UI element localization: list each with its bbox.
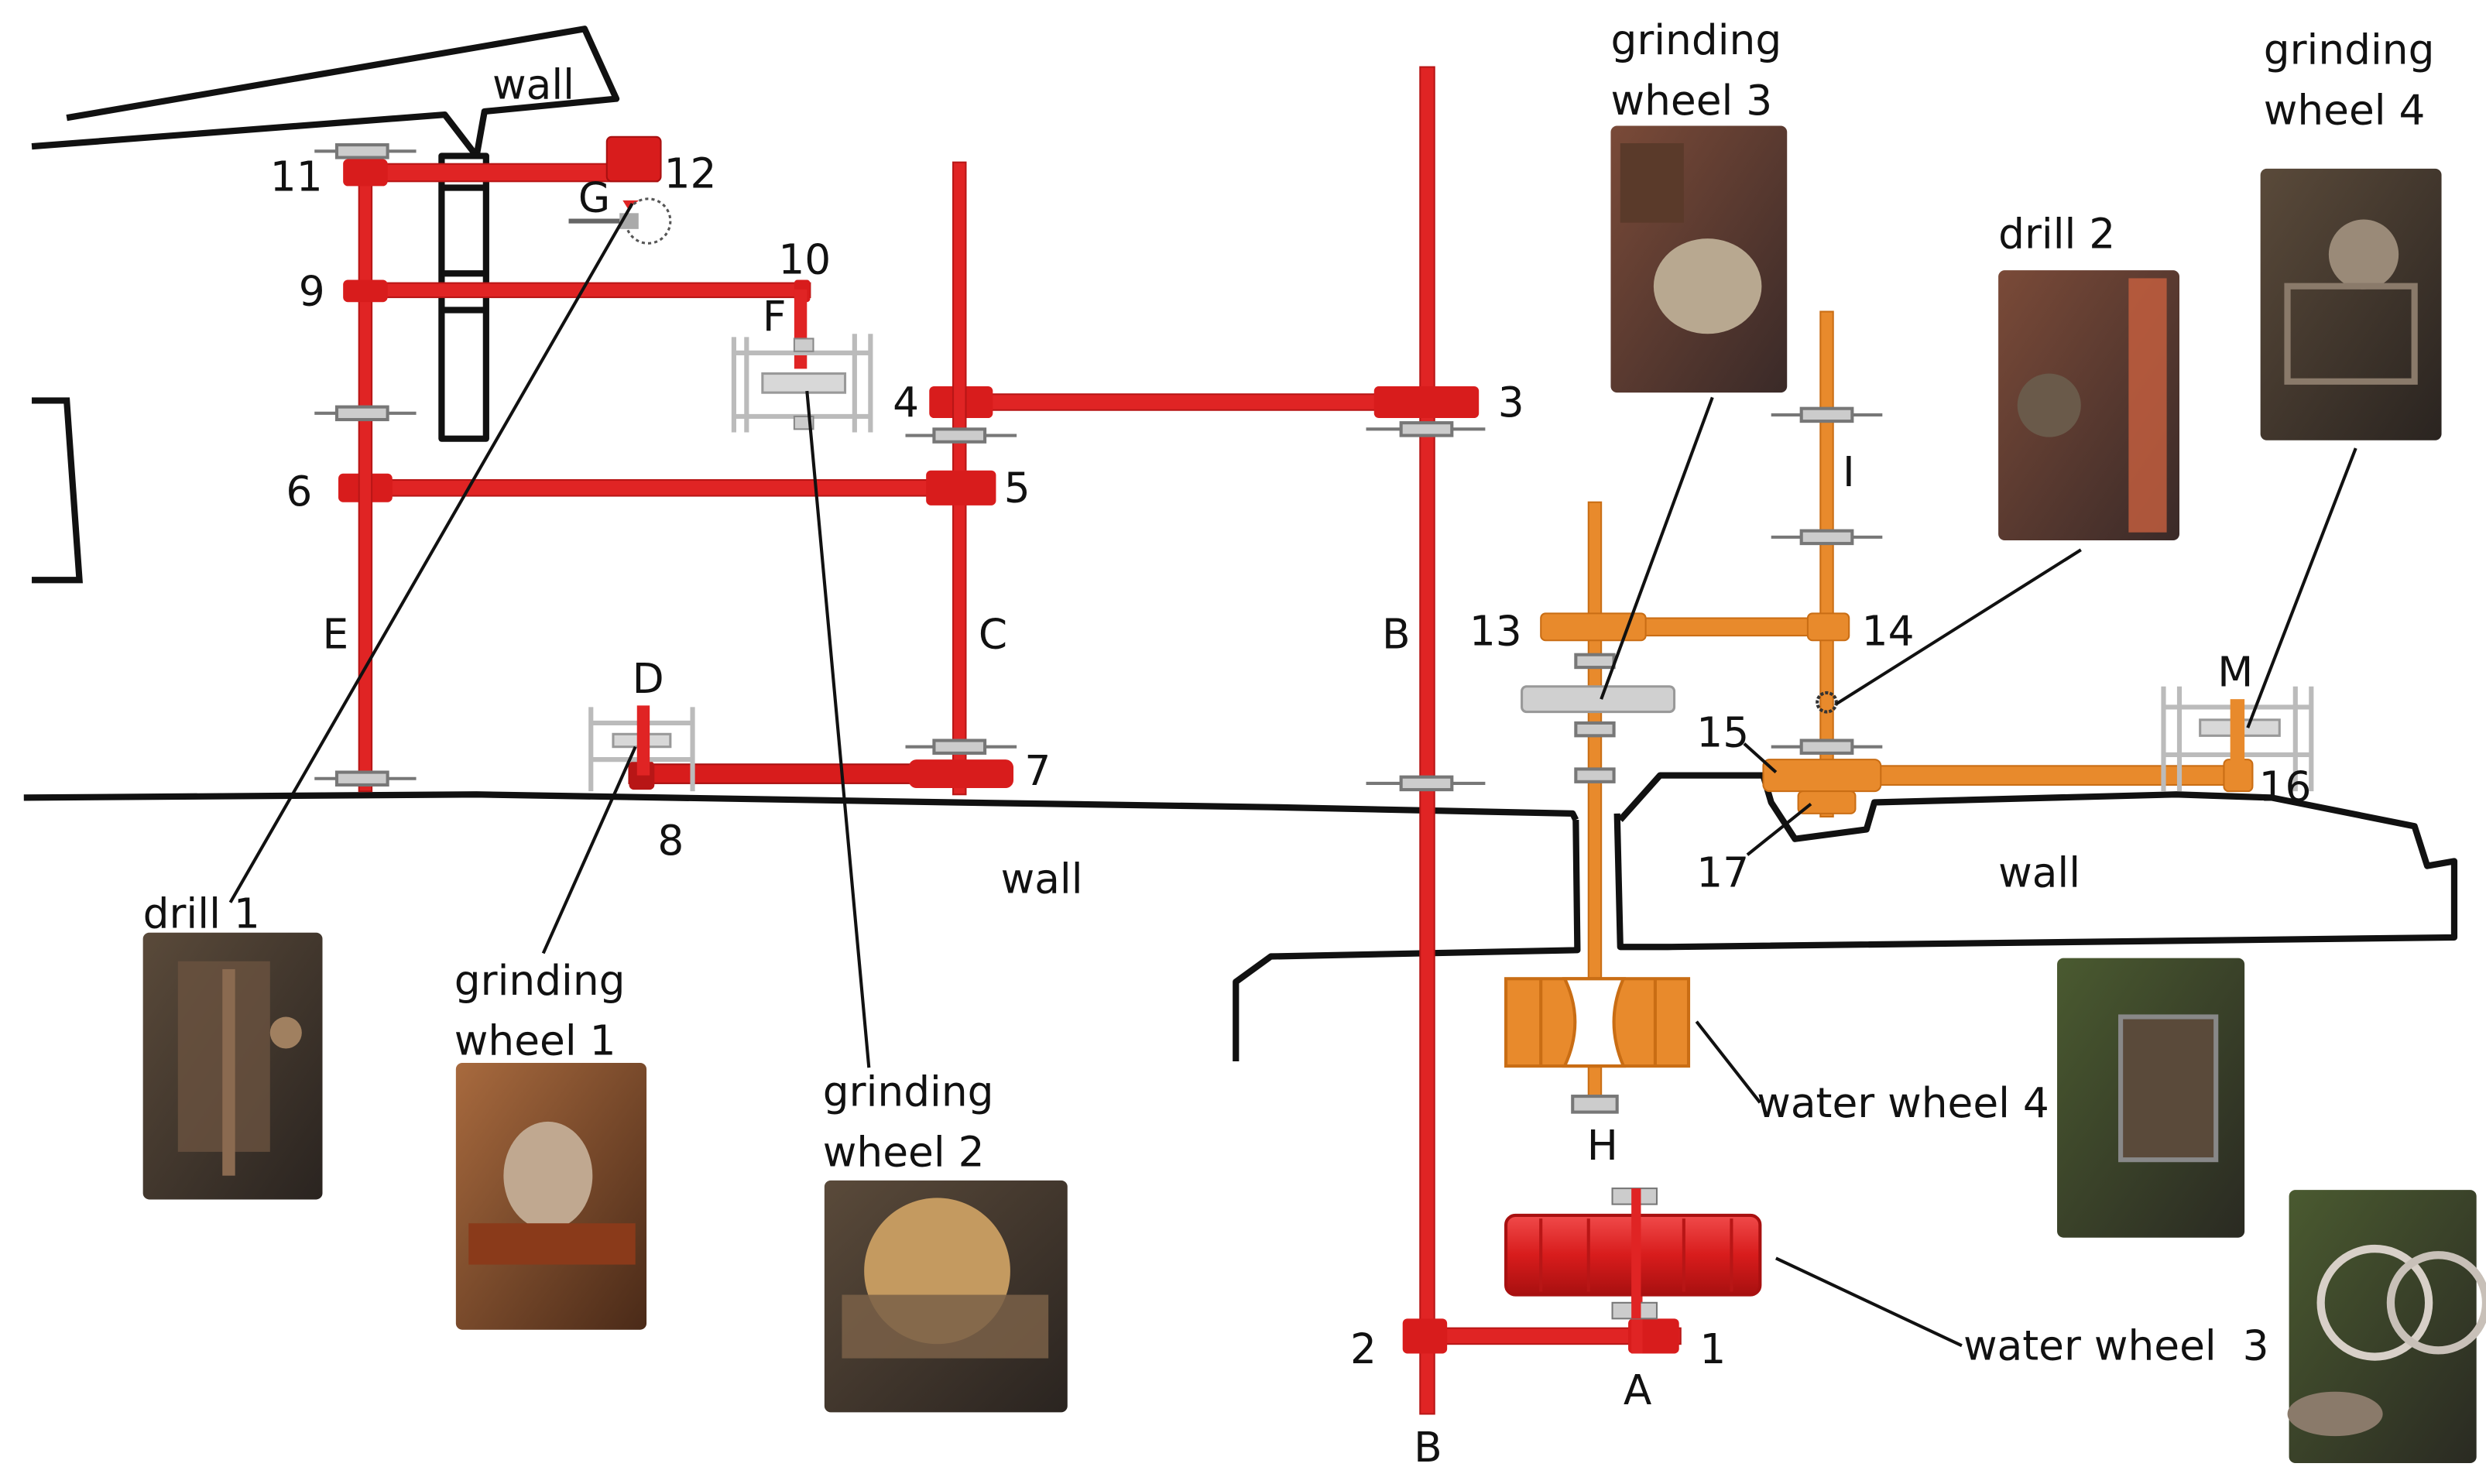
belt-1-2	[1402, 1270, 1682, 1354]
wall-label-middle: wall	[1001, 854, 1083, 903]
grinding-wheel-1-photo	[455, 1063, 647, 1330]
pulley-number-16: 16	[2259, 762, 2312, 811]
pulley-number-3: 3	[1498, 378, 1524, 427]
wall-left-outline	[32, 397, 83, 584]
pulley-number-12: 12	[664, 149, 717, 197]
shaft-label-D: D	[633, 654, 664, 703]
pulley-number-8: 8	[657, 816, 684, 865]
shaft-I	[1771, 310, 1883, 818]
callout-grinding-wheel-4-a: grinding	[2264, 25, 2435, 74]
pulley-number-15: 15	[1696, 708, 1749, 757]
pulley-number-13: 13	[1469, 606, 1522, 655]
water-wheel-3-photo	[2287, 1190, 2486, 1464]
grinding-wheel-3-machine	[1521, 685, 1676, 714]
callout-grinding-wheel-2-a: grinding	[823, 1067, 994, 1116]
callout-lines	[228, 202, 2357, 1348]
belt-11-12	[343, 135, 662, 187]
callout-drill-1: drill 1	[143, 889, 260, 938]
pulley-number-11: 11	[270, 153, 323, 201]
callout-grinding-wheel-4-b: wheel 4	[2264, 85, 2426, 134]
grinding-wheel-4-photo	[2260, 168, 2442, 440]
bearing	[1366, 421, 1486, 792]
callout-grinding-wheel-3-b: wheel 3	[1610, 76, 1772, 125]
water-wheel-4-photo	[2057, 958, 2245, 1238]
pulley-number-7: 7	[1024, 746, 1051, 795]
shaft-labels: A B B C D E F G H I M	[323, 173, 2254, 1472]
callout-grinding-wheel-1-b: wheel 1	[454, 1016, 616, 1065]
belt-13-14	[1540, 612, 1850, 642]
drill-2-photo	[1998, 270, 2180, 540]
shaft-E	[314, 143, 417, 793]
shaft-label-F: F	[763, 292, 787, 341]
pulley-number-1: 1	[1699, 1325, 1726, 1373]
belt-7-8	[628, 759, 1014, 790]
pulley-number-4: 4	[893, 378, 919, 427]
shaft-label-H: H	[1587, 1121, 1618, 1170]
pulley-number-9: 9	[299, 266, 325, 315]
shaft-label-B-top: B	[1382, 609, 1411, 658]
shaft-label-M: M	[2217, 648, 2253, 697]
shaft-label-I: I	[1843, 447, 1855, 496]
water-wheel-3	[1504, 1188, 1762, 1320]
grinding-wheel-2-photo	[824, 1180, 1068, 1413]
pulley-number-5: 5	[1004, 464, 1030, 512]
pulley-number-2: 2	[1350, 1325, 1377, 1373]
drill-1-photo	[142, 932, 323, 1200]
shaft-label-A: A	[1624, 1366, 1652, 1414]
shaft-label-B-bottom: B	[1414, 1423, 1442, 1472]
belt-5-6	[338, 470, 996, 506]
grinding-wheel-4-machine	[2161, 686, 2314, 792]
callout-water-wheel-4: water wheel 4	[1757, 1078, 2049, 1127]
shaft-label-E: E	[323, 609, 349, 658]
shaft-label-C: C	[979, 609, 1007, 658]
callout-grinding-wheel-1-a: grinding	[454, 956, 626, 1005]
grinding-wheel-2-machine	[731, 334, 873, 433]
wall-label-right: wall	[1998, 848, 2080, 896]
shaft-H	[1571, 501, 1619, 1114]
callout-grinding-wheel-2-b: wheel 2	[823, 1127, 985, 1176]
grinding-wheel-3-photo	[1610, 125, 1788, 393]
belt-15-16	[1762, 759, 2254, 814]
callout-water-wheel-3: water wheel 3	[1963, 1321, 2269, 1370]
shaft-B	[1366, 66, 1486, 1415]
pulley-number-10: 10	[778, 235, 831, 283]
callout-labels: drill 1 drill 2 grinding wheel 1 grindin…	[143, 15, 2435, 1370]
wall-label-top: wall	[492, 60, 574, 109]
pulley-numbers: 1 2 3 4 5 6 7 8 9 10 11 12 13 14 15 16 1…	[270, 149, 2312, 1373]
wall-labels: wall wall wall	[492, 60, 2080, 903]
belt-9-10	[343, 279, 811, 369]
callout-grinding-wheel-3-a: grinding	[1610, 15, 1781, 64]
pulley-number-14: 14	[1862, 606, 1915, 655]
callout-drill-2: drill 2	[1998, 209, 2115, 258]
belt-3-4	[929, 386, 1480, 418]
pulley-number-17: 17	[1696, 848, 1749, 896]
water-wheel-4	[1504, 977, 1691, 1068]
shaft-label-G: G	[578, 173, 610, 221]
pulley-number-6: 6	[286, 467, 312, 516]
grinding-wheel-1-machine	[588, 705, 695, 792]
